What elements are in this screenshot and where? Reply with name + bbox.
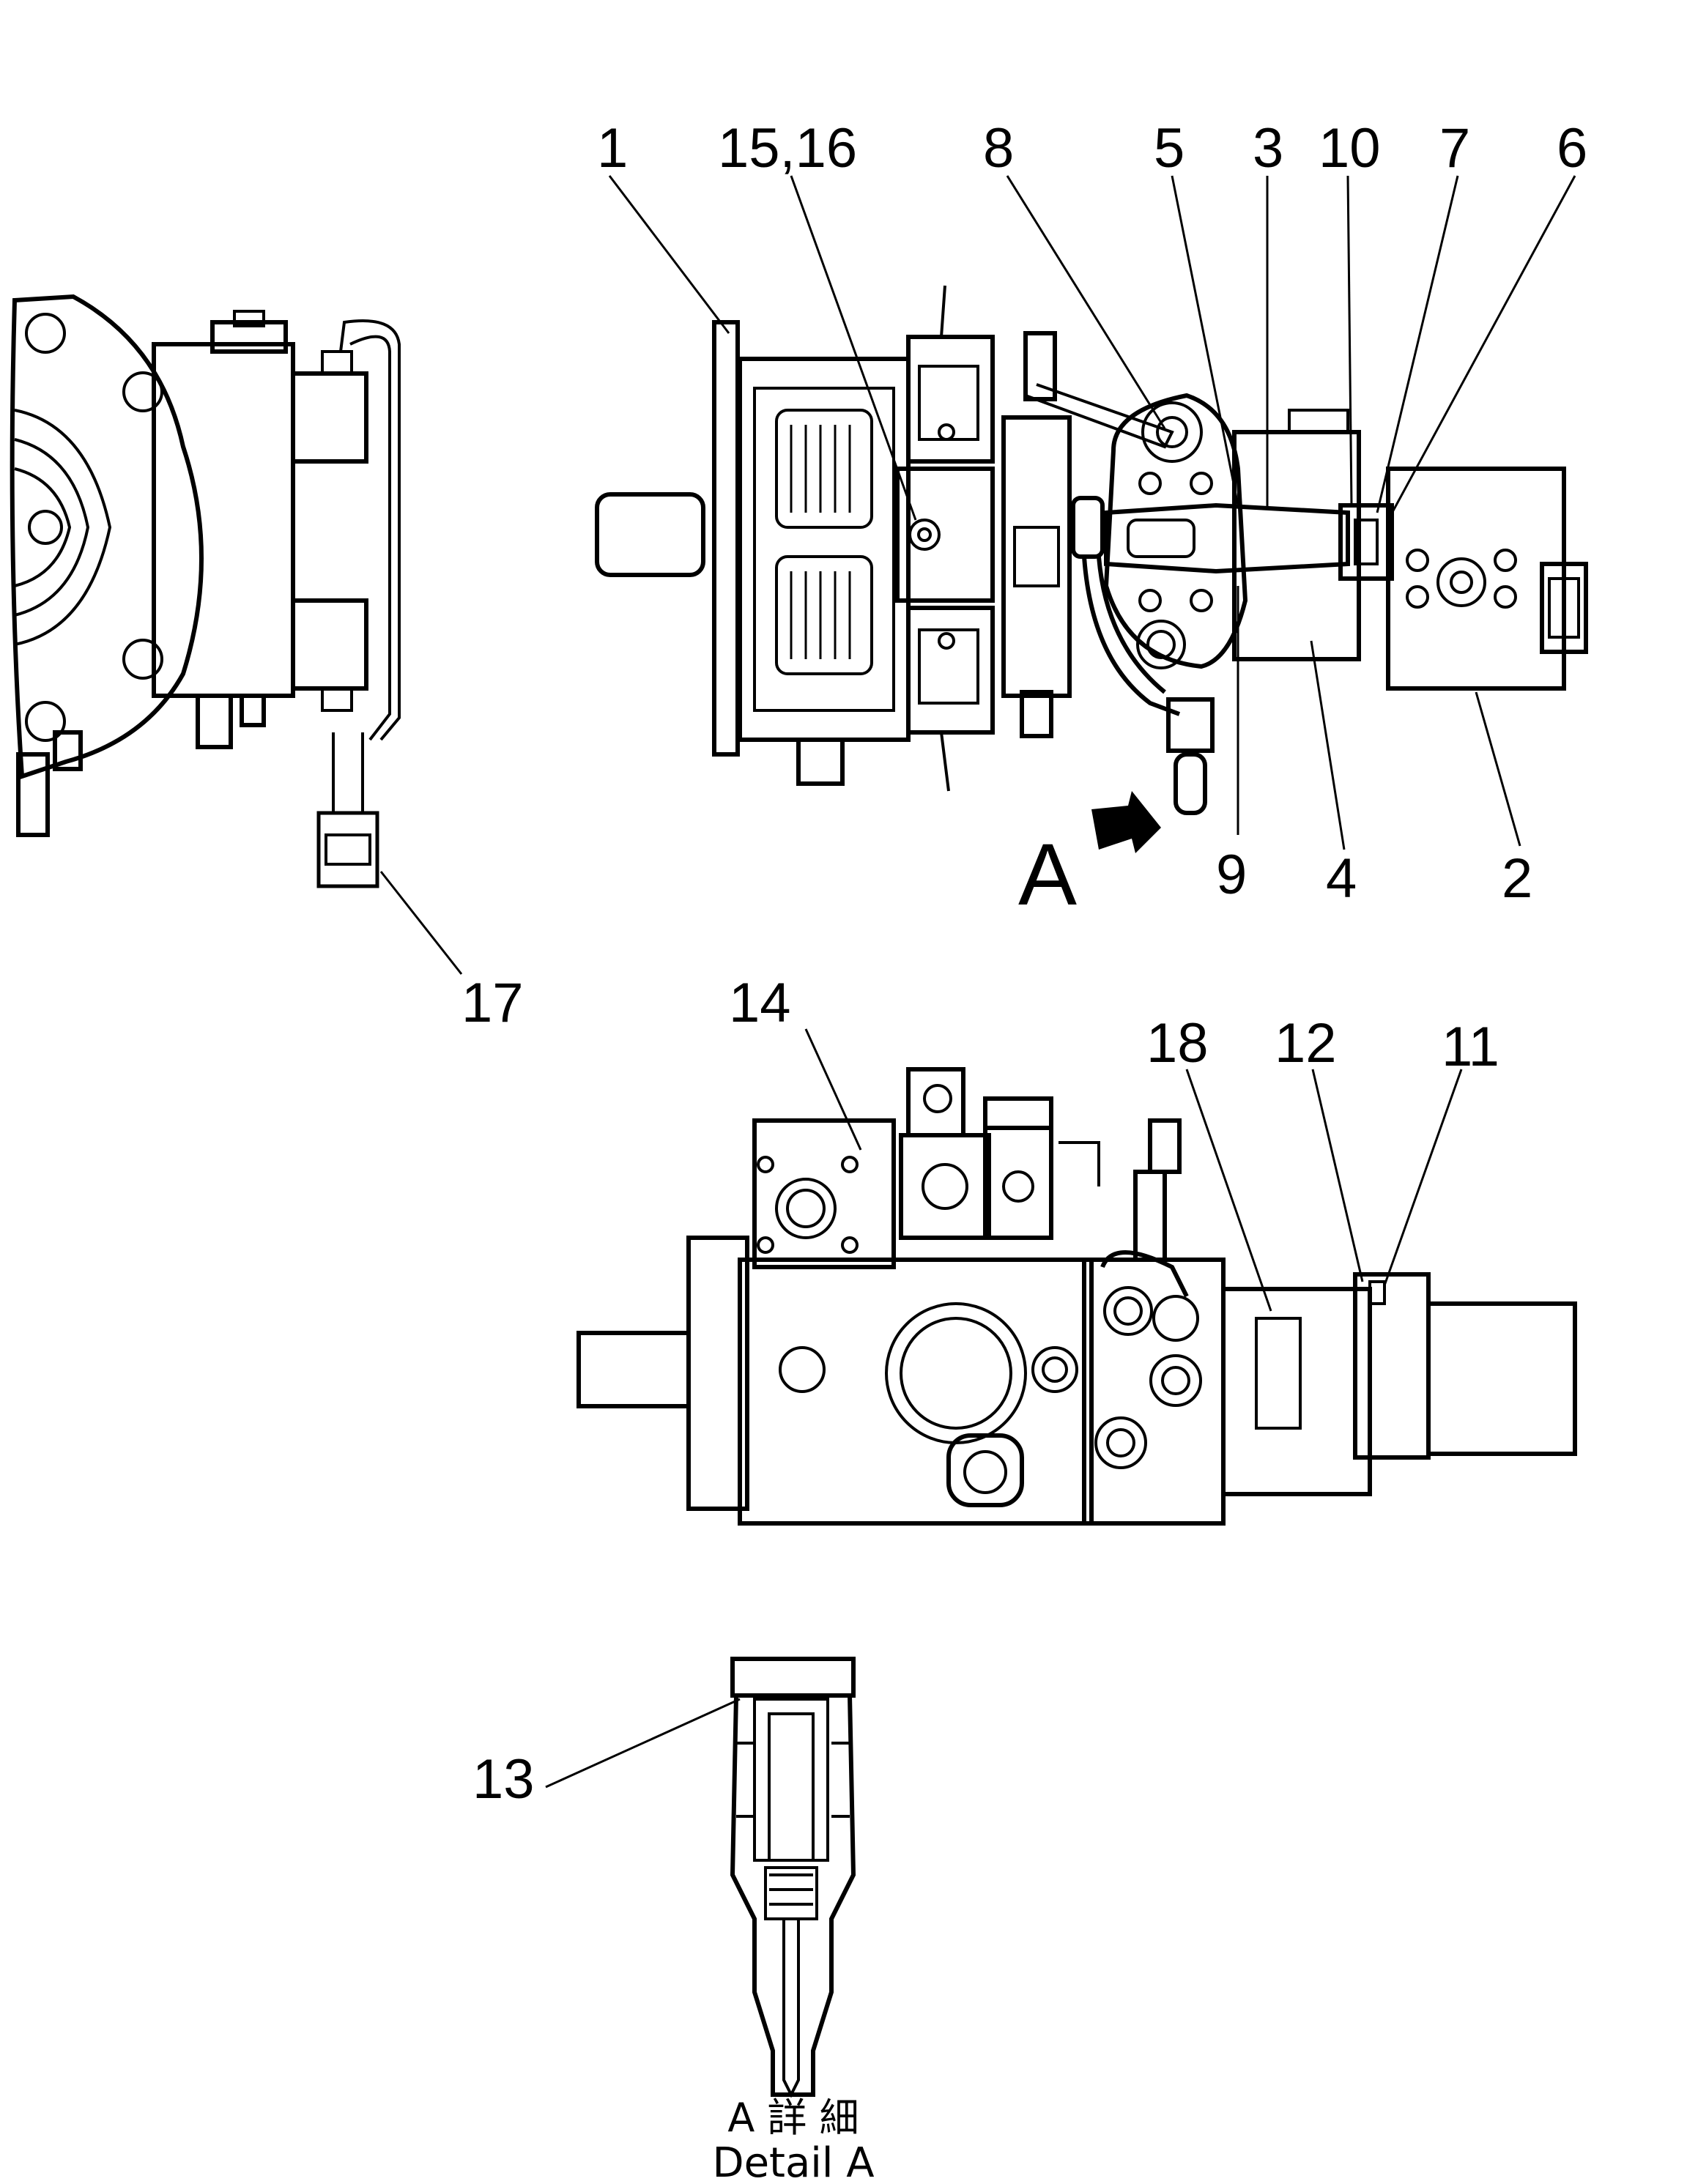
callout-7: 7 bbox=[1439, 117, 1470, 179]
callout-1: 1 bbox=[597, 117, 628, 179]
callout-15-16: 15,16 bbox=[718, 117, 857, 179]
callout-5: 5 bbox=[1154, 117, 1184, 179]
callout-13: 13 bbox=[472, 1748, 535, 1810]
callout-3: 3 bbox=[1253, 117, 1283, 179]
callout-10: 10 bbox=[1319, 117, 1381, 179]
side-view-pump bbox=[10, 294, 463, 975]
callout-9: 9 bbox=[1216, 844, 1247, 906]
detail-caption-english: Detail A bbox=[712, 2139, 874, 2184]
callout-2: 2 bbox=[1502, 847, 1532, 910]
callout-18: 18 bbox=[1146, 1012, 1209, 1074]
callout-11: 11 bbox=[1442, 1016, 1499, 1078]
callout-12: 12 bbox=[1275, 1012, 1337, 1074]
front-view-pump bbox=[576, 1067, 1577, 1526]
detail-a-section bbox=[730, 1657, 856, 2098]
leader-lines bbox=[545, 175, 1576, 1789]
view-a-arrow-icon bbox=[1091, 791, 1161, 853]
callout-8: 8 bbox=[983, 117, 1014, 179]
callout-6: 6 bbox=[1557, 117, 1587, 179]
callout-14: 14 bbox=[729, 972, 791, 1034]
callout-17: 17 bbox=[461, 972, 524, 1034]
callout-4: 4 bbox=[1326, 847, 1357, 910]
view-a-label: A bbox=[1018, 825, 1077, 924]
detail-caption-japanese: A 詳 細 bbox=[727, 2095, 859, 2141]
top-view-pump bbox=[595, 285, 1588, 853]
